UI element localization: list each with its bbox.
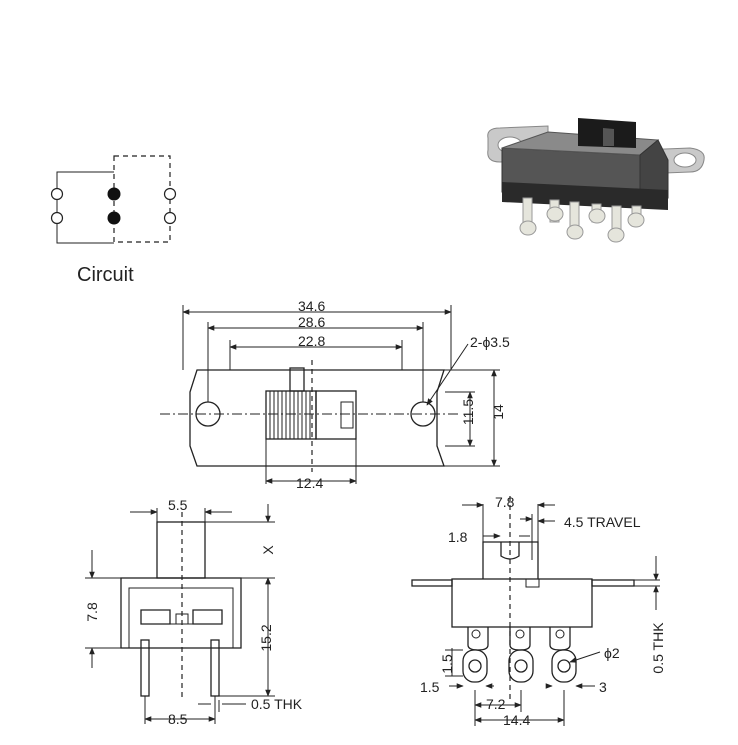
dim-hole-note: 2-ϕ3.5 xyxy=(470,334,510,350)
dim-pin-edge: 3 xyxy=(599,679,607,695)
dim-pin-hole: ϕ2 xyxy=(604,645,620,661)
dim-height-overall: 14 xyxy=(490,404,506,420)
dim-pin-pitch: 8.5 xyxy=(168,711,188,727)
dim-pin-offset-v: 1.5 xyxy=(439,654,455,674)
dim-travel: 4.5 TRAVEL xyxy=(564,514,641,530)
top-view xyxy=(160,305,500,484)
dim-width-overall: 34.6 xyxy=(298,298,326,314)
dim-plate-thickness: 0.5 THK xyxy=(650,622,666,674)
terminal-open xyxy=(50,187,64,201)
circuit-schematic xyxy=(50,155,177,244)
terminal-open xyxy=(163,187,177,201)
dim-width-body: 22.8 xyxy=(298,333,326,349)
side-view xyxy=(85,504,275,724)
dim-pin-length: 15.2 xyxy=(258,624,274,652)
dim-knob-height: X xyxy=(260,545,276,555)
dim-height-inner: 11.5 xyxy=(460,398,476,426)
dim-pin-offset-h: 1.5 xyxy=(420,679,440,695)
dim-actuator-width: 12.4 xyxy=(296,475,324,491)
terminal-common xyxy=(107,187,121,201)
product-illustration xyxy=(487,118,705,243)
dim-pin-span: 14.4 xyxy=(503,712,531,728)
dim-width-holes: 28.6 xyxy=(298,314,326,330)
terminal-open xyxy=(163,211,177,225)
dim-slot-width: 7.8 xyxy=(495,494,515,510)
front-view xyxy=(411,496,660,726)
terminal-open xyxy=(50,211,64,225)
dim-body-height: 7.8 xyxy=(84,602,100,622)
dim-thickness: 0.5 THK xyxy=(251,696,303,712)
circuit-label: Circuit xyxy=(77,264,134,286)
terminal-common xyxy=(107,211,121,225)
dim-slot-offset: 1.8 xyxy=(448,529,468,545)
dim-knob-width: 5.5 xyxy=(168,497,188,513)
dim-pin-pitch-front: 7.2 xyxy=(486,696,506,712)
